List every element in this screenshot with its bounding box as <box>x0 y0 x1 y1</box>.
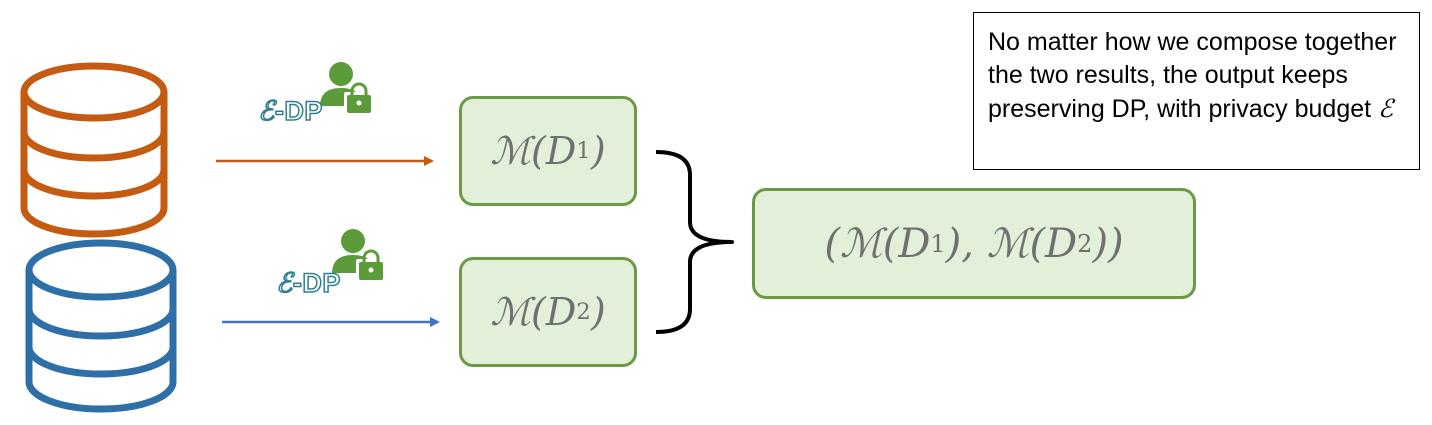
formula-subscript-2: 2 <box>1077 229 1093 258</box>
formula-part-2: ), ℳ(D <box>945 220 1078 267</box>
epsilon-symbol: ℰ <box>257 95 275 128</box>
epsilon-dp-label: ℰ-DP <box>257 95 323 128</box>
formula-part-1: (ℳ(D <box>824 220 931 267</box>
private-user-icon <box>320 62 374 115</box>
dp-text: -DP <box>274 95 323 127</box>
note-text: No matter how we compose together the tw… <box>988 28 1397 123</box>
database-2-icon <box>25 239 177 413</box>
formula-subscript: 2 <box>576 299 591 325</box>
composition-note-box: No matter how we compose together the tw… <box>973 12 1420 170</box>
formula-prefix: ℳ(D <box>490 290 577 334</box>
epsilon-dp-label: ℰ-DP <box>275 267 341 300</box>
note-epsilon: ℰ <box>1378 94 1394 123</box>
database-1-icon <box>20 62 168 238</box>
dp-text: -DP <box>292 267 341 299</box>
formula-suffix: ) <box>590 290 606 334</box>
epsilon-symbol: ℰ <box>275 267 293 300</box>
formula-subscript: 1 <box>576 138 591 164</box>
formula-suffix: ) <box>590 129 606 173</box>
private-user-icon <box>332 229 386 282</box>
curly-brace <box>655 150 734 334</box>
formula-subscript-1: 1 <box>930 229 946 258</box>
formula-prefix: ℳ(D <box>490 129 577 173</box>
formula-part-3: )) <box>1092 220 1124 267</box>
